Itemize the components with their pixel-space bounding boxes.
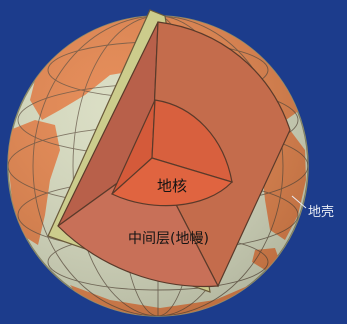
mantle-label: 中间层(地幔) xyxy=(128,231,209,247)
mantle-face-bottom xyxy=(57,157,219,288)
core-face-bottom xyxy=(110,157,234,207)
crust-label: 地壳 xyxy=(308,205,335,220)
crust-leader-line xyxy=(291,195,307,209)
core-label: 地核 xyxy=(157,177,188,195)
